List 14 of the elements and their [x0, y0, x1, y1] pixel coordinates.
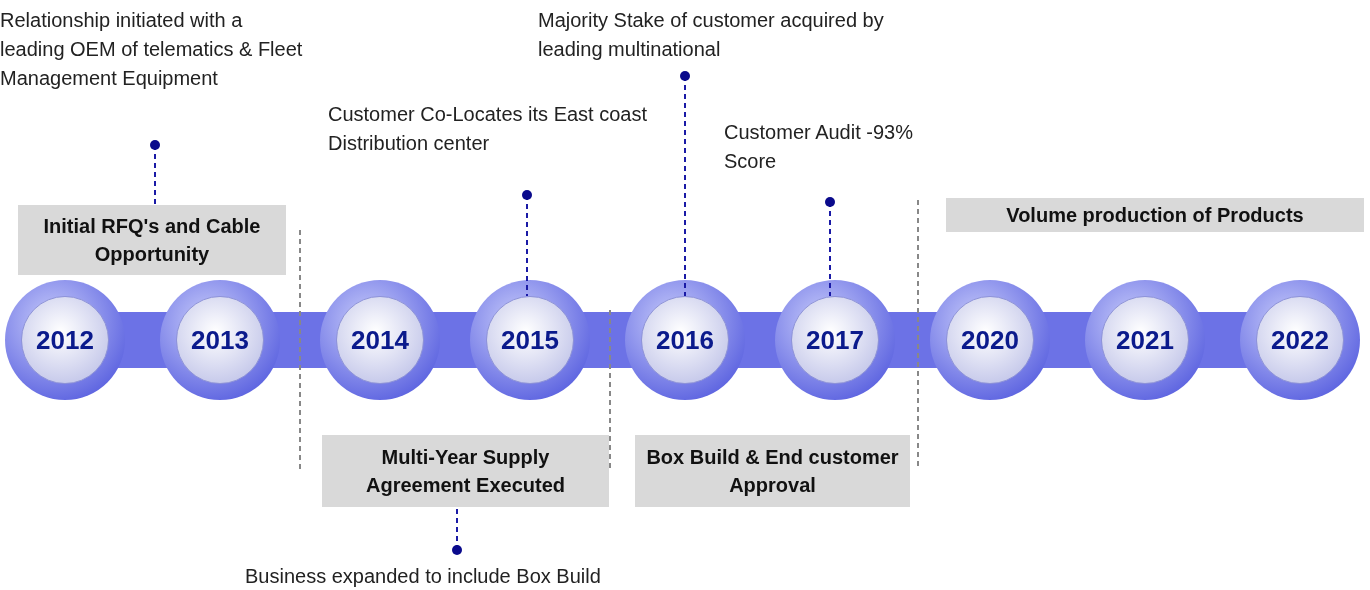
phase-banner: Multi-Year Supply Agreement Executed	[322, 435, 609, 507]
phase-banner: Box Build & End customer Approval	[635, 435, 910, 507]
milestone-note: Customer Co-Locates its East coast Distribution center	[328, 100, 658, 158]
milestone-note: Business expanded to include Box Build	[245, 562, 705, 590]
leader-line	[452, 506, 462, 555]
leader-line	[825, 197, 835, 297]
milestone-note: Relationship initiated with a leading OEM of telematics & Fleet Management Equipment	[0, 6, 310, 93]
milestone-note: Majority Stake of customer acquired by leading multinational	[538, 6, 918, 64]
phase-banner: Volume production of Products	[946, 198, 1364, 232]
leader-line	[522, 190, 532, 297]
phase-banner: Initial RFQ's and Cable Opportunity	[18, 205, 286, 275]
leader-line	[150, 140, 160, 206]
leader-line	[680, 71, 690, 297]
milestone-note: Customer Audit -93% Score	[724, 118, 939, 176]
